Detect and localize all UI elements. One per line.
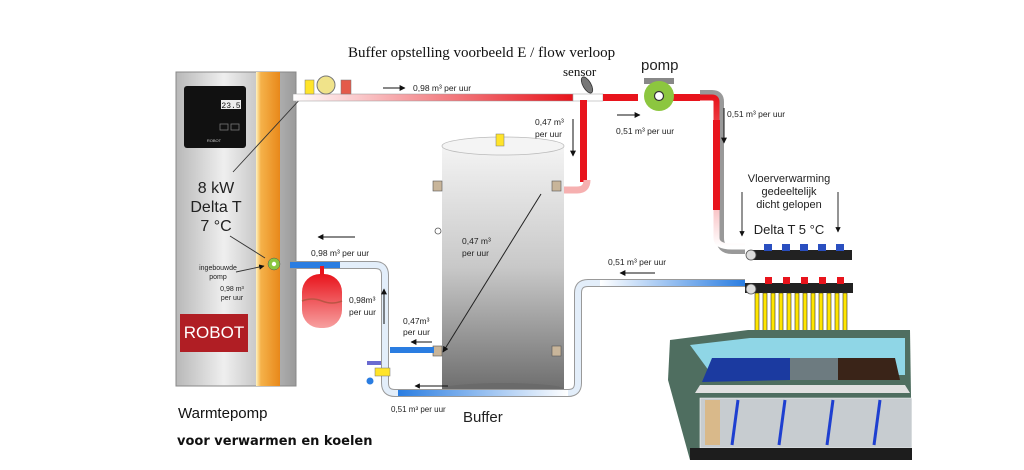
manifold-flow-meter-icon xyxy=(837,277,844,284)
footer-subtitle: voor verwarmen en koelen xyxy=(177,434,373,449)
floor-note-2: gedeeltelijk xyxy=(761,186,817,198)
flow-inside-buffer: 0,47 m³ xyxy=(462,236,491,246)
footer-title: Warmtepomp xyxy=(178,405,268,422)
flow-return-up-unit: per uur xyxy=(349,307,376,317)
heating-tube xyxy=(777,399,787,446)
pump-label: pomp xyxy=(641,57,679,74)
buffer-label: Buffer xyxy=(463,409,503,426)
robot-logo-badge xyxy=(180,314,248,352)
display-screen xyxy=(221,100,241,109)
heat-pump-unit: 23.5 ROBOT 8 kW Delta T 7 °C ingebouwde … xyxy=(175,71,304,387)
sensor xyxy=(580,76,594,94)
flow-return-to-hp: 0,98 m³ per uur xyxy=(311,248,369,258)
floor-loop-pipe xyxy=(826,292,832,332)
floor-loop-pipe xyxy=(794,292,800,332)
diagram-title: Buffer opstelling voorbeeld E / flow ver… xyxy=(348,45,615,61)
sensor-icon xyxy=(580,76,594,94)
floor-loop-pipe xyxy=(778,292,784,332)
manifold-valve-icon xyxy=(782,244,790,251)
buffer-tank xyxy=(432,133,565,395)
pressure-gauge-icon xyxy=(316,75,336,95)
floor-note-3: dicht gelopen xyxy=(756,199,821,211)
carpet-tile xyxy=(702,358,790,382)
circulation-pump xyxy=(644,78,674,111)
floor-loop-pipe xyxy=(770,292,776,332)
tap-handle-icon[interactable] xyxy=(367,361,381,365)
manifold-flow-meter-icon xyxy=(819,277,826,284)
flow-to-buffer-unit: per uur xyxy=(535,129,562,139)
floor-manifold xyxy=(745,244,853,332)
flow-buffer-out-unit: per uur xyxy=(403,327,430,337)
manifold-return-bar xyxy=(745,283,853,293)
flow-to-buffer: 0,47 m³ xyxy=(535,117,564,127)
flow-down-to-floor: 0,51 m³ per uur xyxy=(727,109,785,119)
floor-loop-pipe xyxy=(786,292,792,332)
drain-tap xyxy=(366,361,391,385)
floor-loop-pipe xyxy=(818,292,824,332)
flow-inside-buffer-unit: per uur xyxy=(462,248,489,258)
heatpump-delta-label: Delta T xyxy=(190,199,242,216)
manifold-valve-icon xyxy=(764,244,772,251)
heating-tube xyxy=(730,399,740,446)
manifold-supply-bar xyxy=(752,250,852,260)
manifold-valve-icon xyxy=(818,244,826,251)
heatpump-power: 8 kW xyxy=(198,180,235,197)
floor-loop-pipe xyxy=(842,292,848,332)
expansion-vessel xyxy=(301,266,343,328)
floor-loop-pipe xyxy=(810,292,816,332)
flow-bottom-return: 0,51 m³ per uur xyxy=(391,405,446,414)
manifold-valve-icon xyxy=(800,244,808,251)
display-button-minus[interactable] xyxy=(219,123,229,131)
builtin-flow-unit: per uur xyxy=(221,295,244,302)
flow-floor-return: 0,51 m³ per uur xyxy=(608,257,666,267)
flow-return-up: 0,98m³ xyxy=(349,295,376,305)
flow-after-pump: 0,51 m³ per uur xyxy=(616,126,674,136)
top-fittings xyxy=(304,75,352,95)
floor-loop-pipe xyxy=(762,292,768,332)
floor-section xyxy=(668,330,913,460)
builtin-pump-label-2: pomp xyxy=(209,274,227,281)
manifold-flow-meter-icon xyxy=(765,277,772,284)
builtin-pump-label: ingebouwde xyxy=(199,265,237,272)
floor-note-1: Vloerverwarming xyxy=(748,173,831,185)
builtin-flow: 0,98 m³ xyxy=(220,286,244,293)
display-button-plus[interactable] xyxy=(230,123,240,131)
heatpump-delta-value: 7 °C xyxy=(200,218,231,235)
air-vent-icon xyxy=(304,79,315,95)
floor-loop-pipe xyxy=(834,292,840,332)
heating-tube xyxy=(872,399,882,446)
floor-delta-t: Delta T 5 °C xyxy=(754,222,824,237)
tank-air-vent-icon xyxy=(495,133,505,147)
orange-strip xyxy=(256,72,280,386)
manifold-flow-meter-icon xyxy=(783,277,790,284)
manifold-valve-icon xyxy=(836,244,844,251)
flow-buffer-out: 0,47m³ xyxy=(403,316,430,326)
manifold-flow-meter-icon xyxy=(801,277,808,284)
heating-tube xyxy=(825,399,835,446)
display-brand: ROBOT xyxy=(207,138,222,143)
robot-logo: ROBOT xyxy=(184,323,244,342)
supply-pipe xyxy=(292,90,745,254)
return-pipe xyxy=(290,261,745,397)
floor-loop-pipe xyxy=(802,292,808,332)
floor-loop-pipe xyxy=(754,292,760,332)
flow-supply-top: 0,98 m³ per uur xyxy=(413,83,471,93)
safety-valve-icon xyxy=(340,79,352,95)
display-value: 23.5 xyxy=(221,102,240,111)
sensor-label: sensor xyxy=(563,64,597,79)
